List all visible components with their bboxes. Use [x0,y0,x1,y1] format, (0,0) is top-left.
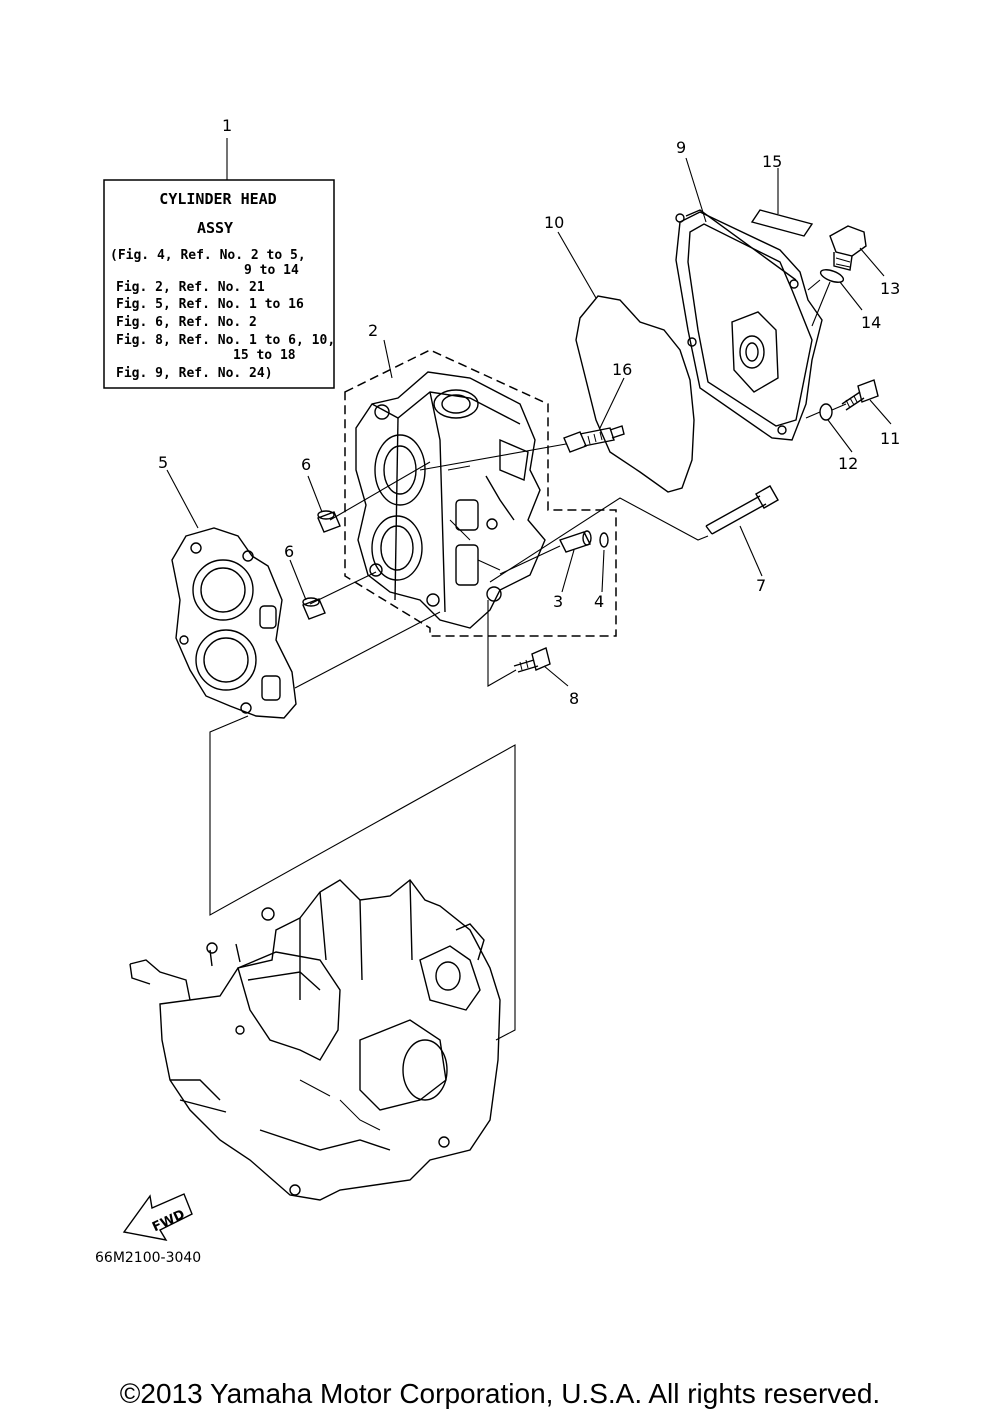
fwd-arrow-icon: FWD [122,1193,193,1241]
callouts: 2 3 4 5 6 6 7 8 9 10 11 12 13 14 15 16 [158,138,900,708]
filler-cap [829,225,867,271]
box-line-7: 15 to 18 [233,348,296,363]
o-ring [819,269,845,283]
spark-plug [563,425,625,453]
info-box: 1 CYLINDER HEAD ASSY (Fig. 4, Ref. No. 2… [103,116,335,389]
callout-11: 11 [880,429,900,448]
callout-15: 15 [762,152,782,171]
cylinder-block [129,879,501,1201]
washer [819,403,833,421]
cover-gasket [575,295,695,493]
box-line-3: Fig. 2, Ref. No. 21 [116,280,265,295]
callout-6-upper: 6 [301,455,311,474]
label-sticker [750,209,814,237]
assembly-lines [209,279,847,1041]
box-line-8: Fig. 9, Ref. No. 24) [116,366,273,381]
assembly-outline [344,349,617,637]
small-bolt [513,647,551,673]
box-title-line1: CYLINDER HEAD [159,190,276,208]
drawing-code: 66M2100-3040 [95,1250,201,1266]
head-gasket [171,527,297,719]
callout-2: 2 [368,321,378,340]
box-line-5: Fig. 6, Ref. No. 2 [116,315,257,330]
callout-4: 4 [594,592,604,611]
fitting [559,530,592,553]
callout-10: 10 [544,213,564,232]
callout-5: 5 [158,453,168,472]
copyright-notice: ©2013 Yamaha Motor Corporation, U.S.A. A… [119,1378,881,1409]
box-line-1: (Fig. 4, Ref. No. 2 to 5, [110,248,306,263]
box-line-6: Fig. 8, Ref. No. 1 to 6, 10, [116,333,335,348]
callout-3: 3 [553,592,563,611]
callout-8: 8 [569,689,579,708]
cylinder-head [355,371,546,629]
fitting-washer [599,532,609,548]
callout-leaders [166,157,892,687]
callout-9: 9 [676,138,686,157]
callout-7: 7 [756,576,766,595]
long-bolt [705,485,779,535]
callout-1: 1 [222,116,232,135]
box-line-4: Fig. 5, Ref. No. 1 to 16 [116,297,304,312]
box-title-line2: ASSY [197,219,233,237]
callout-6-lower: 6 [284,542,294,561]
dowel-pin-upper [317,510,341,533]
head-cover [675,209,823,441]
callout-12: 12 [838,454,858,473]
callout-16: 16 [612,360,632,379]
dowel-pin-lower [302,597,326,620]
cover-bolt [841,379,879,411]
box-line-2: 9 to 14 [244,263,299,278]
callout-13: 13 [880,279,900,298]
callout-14: 14 [861,313,881,332]
